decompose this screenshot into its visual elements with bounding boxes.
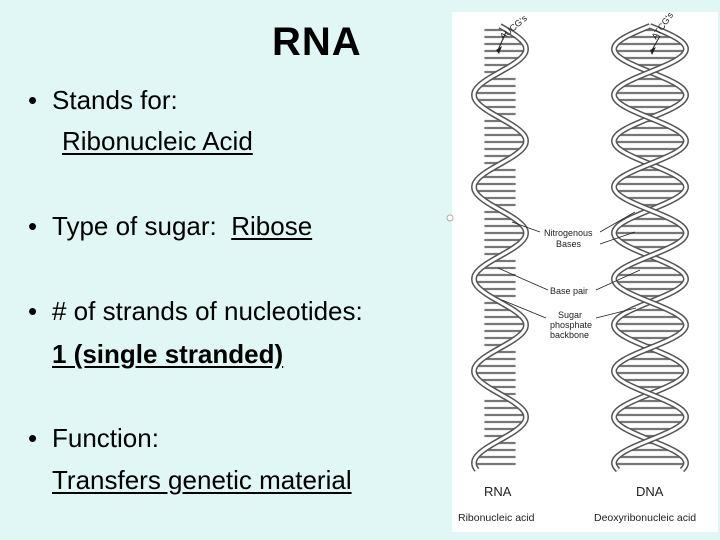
rna-dna-diagram: AUCG's ATCG's Nitrogenous Bases Base pai… bbox=[446, 10, 718, 532]
dna-tag-arrow bbox=[651, 35, 661, 51]
answer-sugar: Ribose bbox=[231, 211, 313, 241]
label-phosphate: phosphate bbox=[550, 320, 592, 330]
dna-name: DNA bbox=[636, 484, 664, 499]
dna-backbone-1-highlight bbox=[612, 24, 688, 472]
bullet-icon: • bbox=[28, 85, 38, 115]
label-base-pair: Base pair bbox=[550, 286, 588, 296]
label-bases: Bases bbox=[556, 239, 582, 249]
bullet-label: Stands for: bbox=[52, 85, 178, 115]
rna-full-name: Ribonucleic acid bbox=[458, 512, 535, 524]
bullet-label: Function: bbox=[52, 423, 159, 453]
rna-name: RNA bbox=[484, 484, 512, 499]
arrow-head-icon bbox=[650, 47, 656, 55]
rna-backbone-highlight bbox=[472, 24, 528, 471]
callout-line bbox=[595, 269, 641, 291]
callout-line bbox=[511, 221, 541, 233]
rna-bases bbox=[474, 28, 526, 466]
answer-stands-for: Ribonucleic Acid bbox=[62, 126, 253, 156]
rna-tag-arrow bbox=[497, 31, 507, 51]
bullet-label: Type of sugar: bbox=[52, 211, 217, 241]
label-nitrogenous: Nitrogenous bbox=[544, 228, 593, 238]
callout-line bbox=[497, 267, 549, 291]
callout-line bbox=[599, 231, 636, 245]
bullet-strands: • # of strands of nucleotides: bbox=[28, 295, 363, 327]
arrow-head-icon bbox=[496, 46, 502, 54]
label-sugar: Sugar bbox=[558, 310, 582, 320]
rna-helix bbox=[471, 23, 529, 472]
callout-line bbox=[599, 211, 636, 233]
bullet-icon: • bbox=[28, 423, 38, 453]
callout-line bbox=[501, 299, 547, 319]
bullet-label: # of strands of nucleotides: bbox=[52, 296, 363, 326]
bullet-sugar: • Type of sugar: Ribose bbox=[28, 210, 312, 242]
bullet-icon: • bbox=[28, 211, 38, 241]
label-backbone: backbone bbox=[550, 330, 589, 340]
slide-title: RNA bbox=[272, 20, 362, 64]
dna-backbone-2-highlight bbox=[612, 24, 688, 472]
bullet-stands-for: • Stands for: bbox=[28, 84, 178, 116]
bullet-icon: • bbox=[28, 296, 38, 326]
callout-line bbox=[595, 307, 637, 319]
answer-function: Transfers genetic material bbox=[52, 465, 352, 495]
answer-strands: 1 (single stranded) bbox=[52, 339, 284, 369]
dna-full-name: Deoxyribonucleic acid bbox=[594, 512, 696, 524]
dna-helix bbox=[611, 23, 689, 473]
bullet-function: • Function: bbox=[28, 422, 159, 454]
slide-marker bbox=[446, 214, 454, 222]
